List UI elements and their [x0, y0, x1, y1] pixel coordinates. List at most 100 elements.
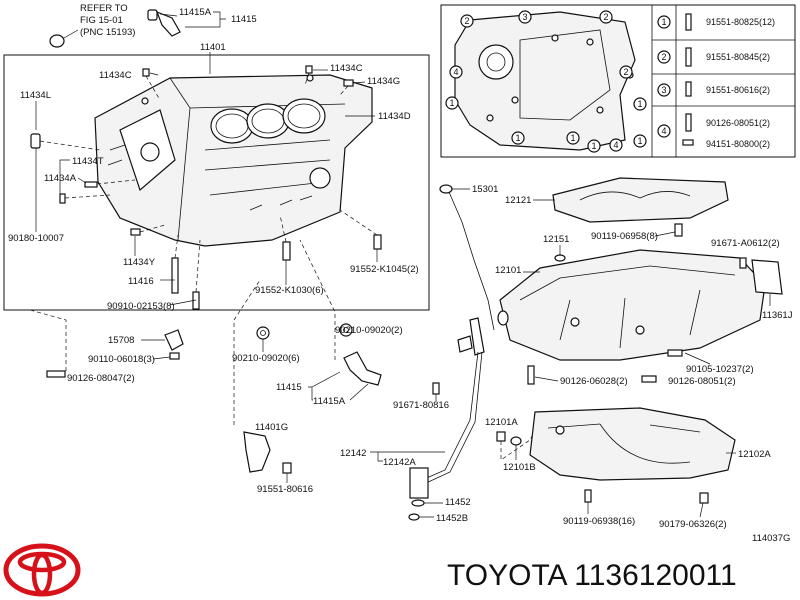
label-12142: 12142 — [340, 448, 366, 459]
bolt-91671-80816 — [432, 382, 440, 395]
label-refer-line2: FIG 15-01 — [80, 15, 123, 26]
bolt-90119-06938 — [584, 489, 592, 503]
plug-11434g — [343, 79, 354, 87]
label-90126-08051: 90126-08051(2) — [668, 376, 736, 387]
label-12121: 12121 — [505, 195, 531, 206]
oil-pan-12102a — [529, 407, 736, 481]
sensor-11401g — [243, 431, 271, 473]
toyota-logo — [3, 543, 81, 597]
washer-90210-b — [339, 323, 353, 337]
gasket-12101b — [510, 436, 522, 446]
sensor-11415-body — [155, 10, 181, 37]
label-90126-08047: 90126-08047(2) — [67, 373, 135, 384]
gasket-12151 — [554, 254, 566, 262]
label-11401g: 11401G — [255, 422, 288, 433]
plug-11434c-b — [305, 65, 313, 74]
label-refer-line1: REFER TO — [80, 3, 128, 14]
label-11434t: 11434T — [72, 156, 104, 167]
label-11434g: 11434G — [367, 76, 400, 87]
bracket-15708 — [164, 329, 184, 351]
label-91671-a0612: 91671-A0612(2) — [711, 238, 780, 249]
pin-11434a-a — [59, 193, 66, 204]
bolt-90105 — [667, 349, 683, 357]
dipstick-guide — [408, 317, 485, 521]
label-12151: 12151 — [543, 234, 569, 245]
label-12102a: 12102A — [738, 449, 771, 460]
svg-text:4: 4 — [453, 67, 458, 77]
label-11434d: 11434D — [378, 111, 411, 122]
cylinder-block-drawing — [94, 74, 373, 247]
label-90126-06028: 90126-06028(2) — [560, 376, 628, 387]
svg-text:2: 2 — [623, 67, 628, 77]
label-90210-b: 90210-09020(2) — [335, 325, 403, 336]
label-90910-02153: 90910-02153(8) — [107, 301, 175, 312]
part-number-title: TOYOTA 1136120011 — [447, 559, 737, 592]
svg-text:1: 1 — [449, 98, 454, 108]
dipstick-15301 — [439, 184, 495, 331]
cylinder-block-frame — [3, 54, 430, 311]
figure-code: 114037G — [752, 533, 790, 544]
washer-90210-a — [256, 326, 270, 340]
sensor-11415-mid — [343, 351, 382, 386]
timing-cover-inset — [440, 4, 796, 158]
plug-11434y — [130, 228, 141, 236]
svg-text:1: 1 — [570, 133, 575, 143]
label-91552-k1045: 91552-K1045(2) — [350, 264, 419, 275]
drain-plug-12101a — [496, 431, 506, 442]
svg-text:2: 2 — [661, 52, 666, 62]
svg-text:1: 1 — [661, 17, 666, 27]
label-15708: 15708 — [108, 335, 134, 346]
legend-1-part: 91551-80825(12) — [706, 17, 775, 27]
plug-11434c-a — [142, 68, 150, 77]
legend-3-part: 91551-80616(2) — [706, 85, 770, 95]
label-90210-a: 90210-09020(6) — [232, 353, 300, 364]
label-90180-10007: 90180-10007 — [8, 233, 64, 244]
label-90105: 90105-10237(2) — [686, 364, 754, 375]
svg-text:1: 1 — [637, 136, 642, 146]
plug-90180 — [30, 133, 41, 149]
inset-legend: 1 91551-80825(12) 2 91551-80845(2) 3 915… — [652, 5, 795, 157]
stud-11416 — [171, 257, 179, 294]
legend-4-part-a: 90126-08051(2) — [706, 118, 770, 128]
cover-11361j — [751, 259, 783, 295]
label-11401: 11401 — [200, 42, 226, 53]
label-11415a-top: 11415A — [179, 7, 212, 18]
svg-text:2: 2 — [603, 12, 608, 22]
sensor-11415 — [147, 9, 158, 21]
label-12101: 12101 — [495, 265, 521, 276]
pin-11434t — [84, 181, 98, 188]
stud-90126-08047 — [46, 370, 66, 378]
bolt-91551-80616 — [282, 462, 292, 474]
label-12101a: 12101A — [485, 417, 518, 428]
baffle-12121 — [552, 177, 729, 223]
seal-ring — [49, 34, 65, 48]
svg-text:3: 3 — [661, 85, 666, 95]
svg-text:3: 3 — [522, 12, 527, 22]
label-12142a: 12142A — [383, 457, 416, 468]
legend-4-part-b: 94151-80800(2) — [706, 139, 770, 149]
svg-text:4: 4 — [613, 140, 618, 150]
label-90119-06938: 90119-06938(16) — [563, 516, 635, 527]
label-91552-k1030: 91552-K1030(6) — [255, 285, 324, 296]
label-90179: 90179-06326(2) — [659, 519, 727, 530]
svg-text:2: 2 — [464, 16, 469, 26]
inset-callouts: 2 3 2 4 1 1 1 1 4 1 1 2 — [445, 10, 647, 153]
bolt-91671-a0612 — [739, 257, 747, 269]
stud-90126-06028 — [527, 365, 535, 385]
label-11434c-b: 11434C — [330, 63, 363, 74]
label-11434a: 11434A — [44, 173, 77, 184]
label-91551-80616: 91551-80616 — [257, 484, 313, 495]
label-11415-mid: 11415 — [276, 382, 302, 393]
label-11452: 11452 — [445, 497, 471, 508]
label-11361j: 11361J — [762, 310, 793, 321]
label-refer-line3: (PNC 15193) — [80, 27, 135, 38]
bolt-91552-k1030 — [282, 241, 291, 261]
label-11452b: 11452B — [436, 513, 468, 524]
svg-text:4: 4 — [661, 126, 666, 136]
bolt-91552-k1045 — [373, 234, 382, 250]
timing-cover-drawing — [454, 11, 636, 151]
label-11415a-mid: 11415A — [313, 396, 346, 407]
label-12101b: 12101B — [503, 462, 536, 473]
plug-90179 — [699, 492, 709, 504]
label-11434c-a: 11434C — [99, 70, 132, 81]
